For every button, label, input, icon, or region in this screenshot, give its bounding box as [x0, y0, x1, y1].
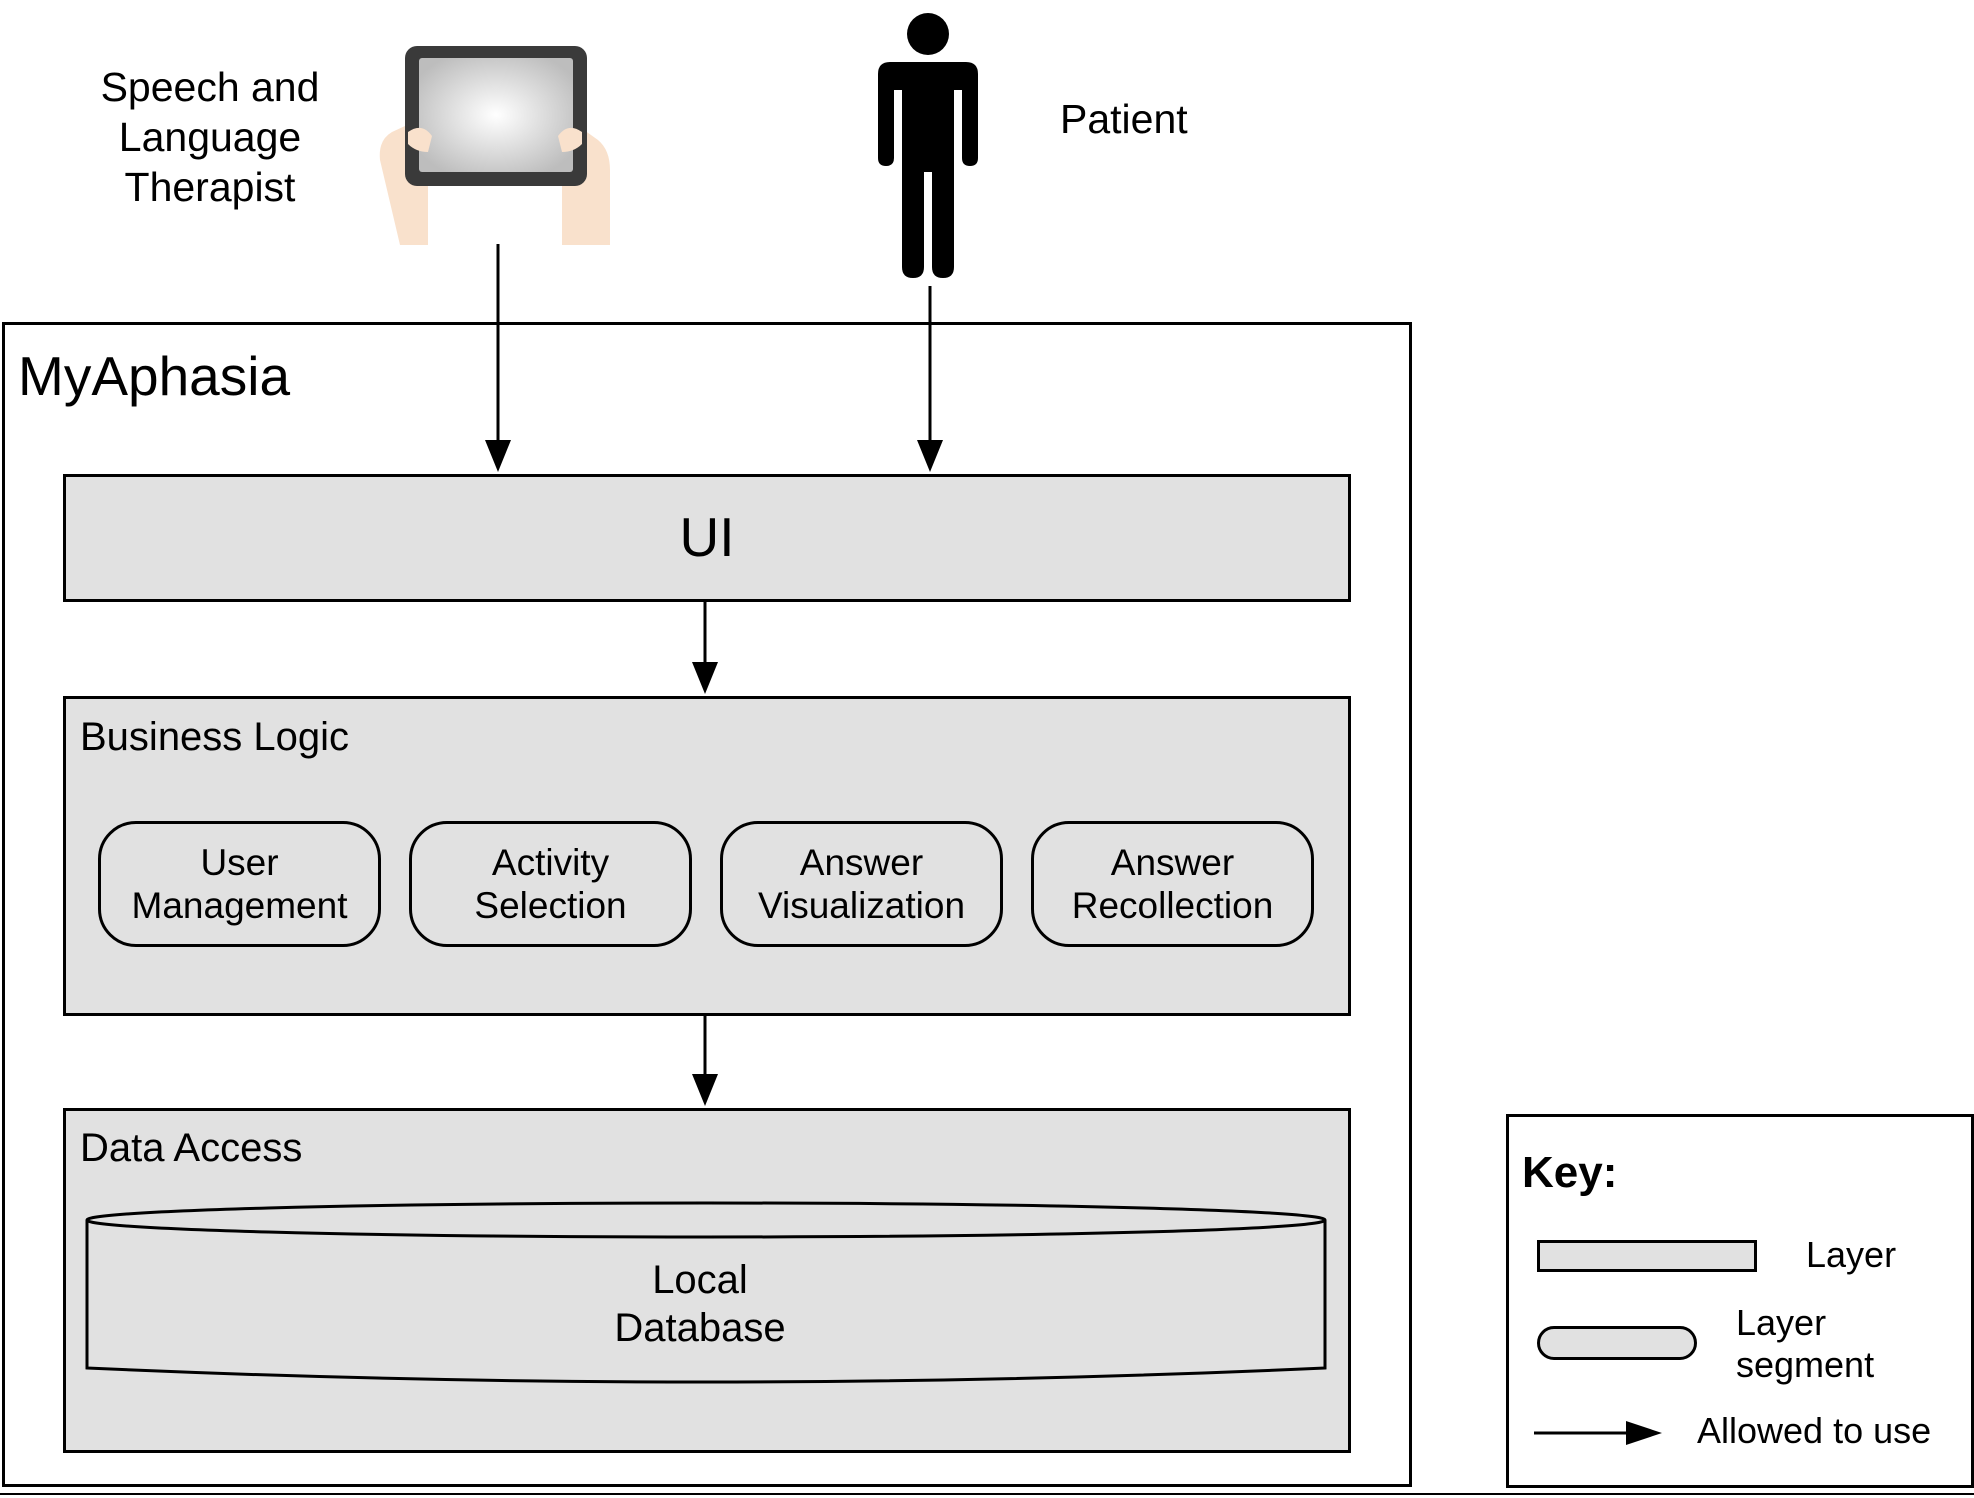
patient-label: Patient: [1060, 96, 1188, 142]
legend-layer-label: Layer: [1806, 1234, 1897, 1275]
tablet-hands-icon: [379, 46, 610, 245]
ui-layer: [63, 474, 1351, 602]
ui-layer-title: UI: [679, 506, 735, 568]
segment-answer-recollection: Answer Recollection: [1031, 821, 1314, 947]
legend-arrow-swatch: [1534, 1421, 1662, 1445]
business-logic-title: Business Logic: [80, 715, 350, 759]
segment-label: User Management: [131, 842, 348, 926]
person-icon: [878, 13, 978, 278]
system-title: MyAphasia: [18, 345, 291, 407]
segment-label: Activity Selection: [474, 842, 627, 926]
segment-user-management: User Management: [98, 821, 381, 947]
legend-arrow-label: Allowed to use: [1697, 1410, 1932, 1451]
segment-label: Answer Recollection: [1071, 842, 1274, 926]
legend-segment-swatch: [1537, 1326, 1697, 1360]
segment-answer-visualization: Answer Visualization: [720, 821, 1003, 947]
legend-layer-swatch: [1537, 1240, 1757, 1272]
segment-label: Answer Visualization: [757, 842, 966, 926]
local-database-cylinder: [85, 1201, 1327, 1384]
local-database-label: Local Database: [614, 1258, 786, 1350]
legend-title: Key:: [1522, 1148, 1618, 1197]
legend-segment-label: Layer segment: [1736, 1302, 1875, 1385]
therapist-label: Speech and Language Therapist: [100, 64, 320, 210]
data-access-title: Data Access: [80, 1126, 303, 1170]
segment-activity-selection: Activity Selection: [409, 821, 692, 947]
legend-box: [1506, 1114, 1974, 1488]
